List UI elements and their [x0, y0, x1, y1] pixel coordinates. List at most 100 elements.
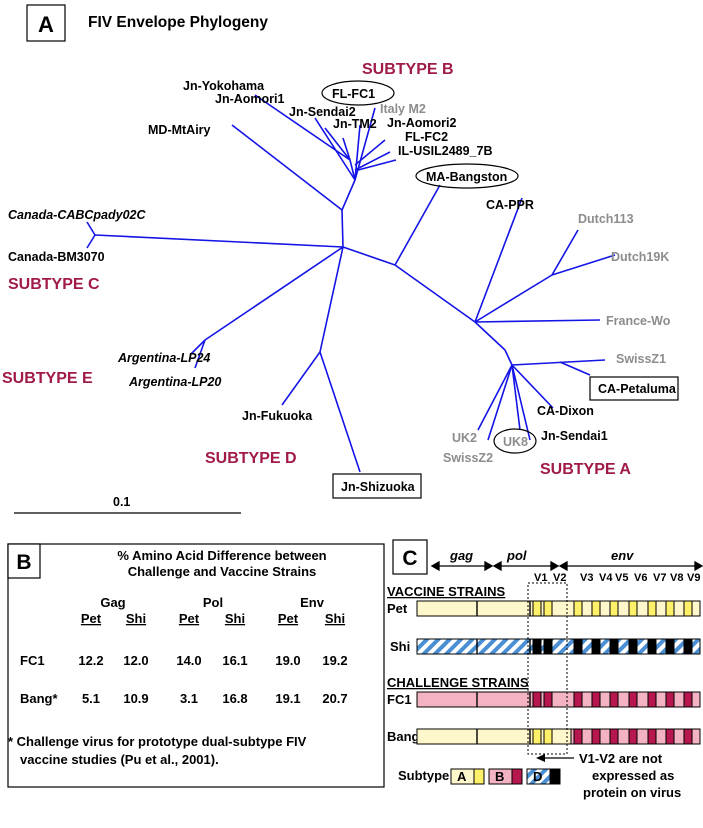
cell-bang-pol-shi: 16.8 [222, 691, 247, 706]
subtype-d-label: SUBTYPE D [205, 450, 297, 467]
taxon-md-mtairy: MD-MtAiry [148, 123, 211, 137]
variable-region-shi-v8 [665, 638, 675, 655]
genome-bars [416, 600, 701, 745]
taxon-jn-sendai2: Jn-Sendai2 [289, 105, 356, 119]
vaccine-strains-header: VACCINE STRAINS [387, 584, 506, 599]
taxon-fl-fc1: FL-FC1 [332, 87, 375, 101]
v-label-2: V2 [553, 572, 566, 584]
v-label-1: V1 [534, 572, 547, 584]
cell-bang-env-pet: 19.1 [275, 691, 300, 706]
variable-region-shi-v7 [647, 638, 657, 655]
subtype-b-label: SUBTYPE B [362, 61, 454, 78]
cell-fc1-pol-shi: 16.1 [222, 653, 247, 668]
cell-bang-gag-shi: 10.9 [123, 691, 148, 706]
footnote-line1: * Challenge virus for prototype dual-sub… [8, 734, 307, 749]
panel-b-frame [7, 543, 385, 788]
variable-region-shi-v2 [543, 638, 553, 655]
panel-a-letter: A [38, 12, 54, 37]
panel-c-letter-box [392, 539, 428, 575]
cell-fc1-env-pet: 19.0 [275, 653, 300, 668]
taxon-jn-aomori1: Jn-Aomori1 [215, 92, 285, 106]
taxon-ca-petaluma: CA-Petaluma [598, 382, 677, 396]
variable-region-bang-v9 [683, 728, 693, 745]
ca-petaluma-box [589, 376, 679, 401]
variable-region-shi-v1 [532, 638, 542, 655]
gene-header-pol: Pol [203, 595, 223, 610]
panel-b-letter-box [7, 543, 41, 579]
taxon-jn-sendai1: Jn-Sendai1 [541, 429, 608, 443]
gene-label-pol: pol [506, 548, 527, 563]
variable-region-labels: V1 V2 V3 V4 V5 V6 V7 V8 V9 [534, 572, 700, 584]
legend-label-a: A [457, 769, 467, 784]
sub-header-pol-pet: Pet [179, 611, 200, 626]
variable-region-fc1-v5 [609, 691, 619, 708]
variable-region-pet-v9 [683, 600, 693, 617]
taxon-swissz2: SwissZ2 [443, 451, 493, 465]
variable-region-pet-v5 [609, 600, 619, 617]
taxon-swissz1: SwissZ1 [616, 352, 666, 366]
note-line3: protein on virus [583, 785, 681, 800]
panel-c-letter: C [402, 547, 417, 570]
gene-header-env: Env [300, 595, 325, 610]
panel-a: A FIV Envelope Phylogeny [2, 4, 679, 514]
note-line1: V1-V2 are not [579, 751, 663, 766]
taxon-dutch19k: Dutch19K [611, 250, 669, 264]
v-label-6: V6 [634, 572, 647, 584]
note-line2: expressed as [592, 768, 674, 783]
variable-region-fc1-v8 [665, 691, 675, 708]
cell-bang-env-shi: 20.7 [322, 691, 347, 706]
taxon-jn-fukuoka: Jn-Fukuoka [242, 409, 313, 423]
taxon-argentina-lp20: Argentina-LP20 [128, 375, 221, 389]
variable-region-pet-v7 [647, 600, 657, 617]
phylogeny-tree [86, 94, 616, 473]
variable-region-pet-v8 [665, 600, 675, 617]
panel-c: C gag pol env V1 V2 V3 V4 V5 V6 V7 V8 V9 [387, 539, 703, 800]
panel-b-title-line1: % Amino Acid Difference between [117, 548, 326, 563]
strain-label-pet: Pet [387, 601, 408, 616]
subtype-a-label: SUBTYPE A [540, 461, 631, 478]
sub-header-gag-pet: Pet [81, 611, 102, 626]
legend-item-a: A [450, 768, 485, 785]
variable-region-bang-v6 [628, 728, 638, 745]
note-arrow-head [536, 754, 545, 762]
variable-region-bang-v8 [665, 728, 675, 745]
taxon-jn-shizuoka: Jn-Shizuoka [341, 480, 416, 494]
variable-region-fc1-v1 [532, 691, 542, 708]
subtype-e-label: SUBTYPE E [2, 370, 93, 387]
v-label-4: V4 [599, 572, 613, 584]
sub-header-gag-shi: Shi [126, 611, 146, 626]
v-label-9: V9 [687, 572, 700, 584]
variable-region-fc1-v3 [573, 691, 583, 708]
taxon-argentina-lp24: Argentina-LP24 [117, 351, 210, 365]
variable-region-bang-v4 [591, 728, 601, 745]
gene-header-gag: Gag [100, 595, 125, 610]
variable-region-shi-v3 [573, 638, 583, 655]
taxon-il-usil: IL-USIL2489_7B [398, 144, 492, 158]
variable-region-bang-v5 [609, 728, 619, 745]
variable-region-shi-v9 [683, 638, 693, 655]
subtype-c-label: SUBTYPE C [8, 276, 100, 293]
gene-label-gag: gag [449, 548, 473, 563]
variable-region-pet-v2 [543, 600, 553, 617]
taxon-jn-yokohama: Jn-Yokohama [183, 79, 265, 93]
genome-bar-pet [416, 600, 701, 617]
v-label-8: V8 [670, 572, 683, 584]
strain-label-fc1: FC1 [387, 692, 412, 707]
footnote-line2: vaccine studies (Pu et al., 2001). [20, 752, 219, 767]
taxon-jn-aomori2: Jn-Aomori2 [387, 116, 457, 130]
variable-region-bang-v3 [573, 728, 583, 745]
taxon-fl-fc2: FL-FC2 [405, 130, 448, 144]
cell-bang-gag-pet: 5.1 [82, 691, 100, 706]
variable-region-bang-v7 [647, 728, 657, 745]
uk8-highlight [493, 428, 537, 454]
variable-region-fc1-v4 [591, 691, 601, 708]
taxon-france-wo: France-Wo [606, 314, 671, 328]
strain-label-bang: Bang* [387, 729, 426, 744]
v-label-7: V7 [653, 572, 666, 584]
jn-shizuoka-box [332, 473, 422, 499]
cell-fc1-pol-pet: 14.0 [176, 653, 201, 668]
taxon-ca-dixon: CA-Dixon [537, 404, 594, 418]
fl-fc1-highlight [321, 80, 395, 106]
row-label-fc1: FC1 [20, 653, 45, 668]
